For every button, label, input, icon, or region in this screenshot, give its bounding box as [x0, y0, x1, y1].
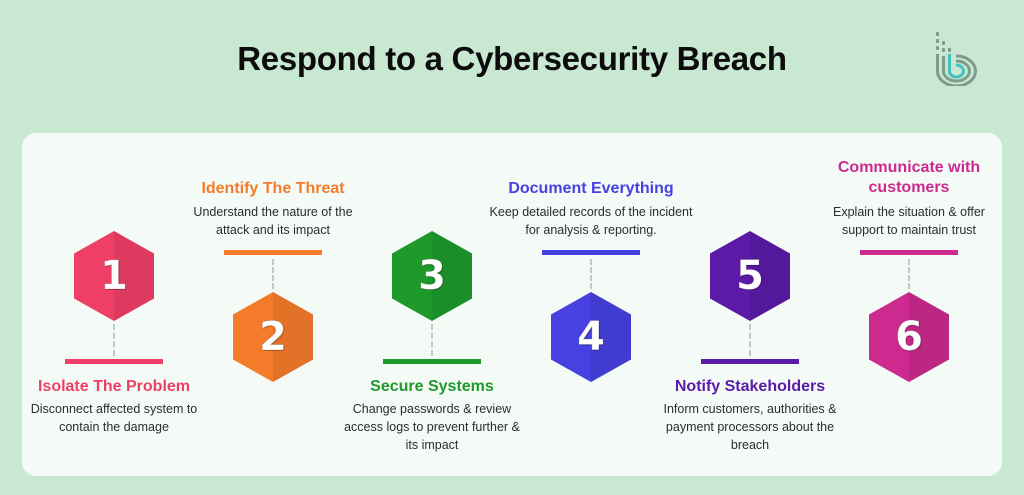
step-1-bar	[65, 359, 163, 364]
step-1-hexagon: 1	[74, 231, 154, 321]
step-4-title: Document Everything	[508, 180, 674, 197]
steps-card	[22, 133, 1002, 476]
step-4-number: 4	[577, 314, 606, 361]
step-2-title: Identify The Threat	[201, 180, 345, 197]
step-6-hexagon: 6	[869, 292, 949, 382]
brand-b-logo-icon	[934, 30, 978, 88]
step-5-title: Notify Stakeholders	[674, 378, 826, 395]
step-1-number: 1	[100, 253, 129, 300]
step-3-hexagon: 3	[392, 231, 472, 321]
step-5-number: 5	[736, 253, 765, 300]
step-4-hexagon: 4	[551, 292, 631, 382]
step-1-title: Isolate The Problem	[37, 378, 191, 395]
step-4-connector	[590, 259, 592, 289]
step-6-bar	[860, 250, 958, 255]
page-title: Respond to a Cybersecurity Breach	[237, 40, 787, 77]
step-2-bar	[224, 250, 322, 255]
step-3-bar	[383, 359, 481, 364]
step-6-number: 6	[895, 314, 924, 361]
step-6-description: Explain the situation & offer support to…	[833, 205, 985, 237]
step-4-bar	[542, 250, 640, 255]
step-2-description: Understand the nature of the attack and …	[193, 205, 353, 237]
step-2-number: 2	[259, 314, 288, 361]
step-6-connector	[908, 259, 910, 289]
step-5-connector	[749, 324, 751, 356]
step-6-title: Communicate with customers	[837, 159, 981, 196]
step-2-hexagon: 2	[233, 292, 313, 382]
step-1-connector	[113, 324, 115, 356]
step-2-connector	[272, 259, 274, 289]
step-5-bar	[701, 359, 799, 364]
step-3-title: Secure Systems	[370, 378, 494, 395]
step-3-number: 3	[418, 253, 447, 300]
step-3-connector	[431, 324, 433, 356]
step-5-hexagon: 5	[710, 231, 790, 321]
step-4-description: Keep detailed records of the incident fo…	[489, 205, 693, 237]
step-1-description: Disconnect affected system to contain th…	[30, 402, 198, 434]
step-5-description: Inform customers, authorities & payment …	[663, 402, 837, 452]
step-3-description: Change passwords & review access logs to…	[344, 402, 520, 452]
